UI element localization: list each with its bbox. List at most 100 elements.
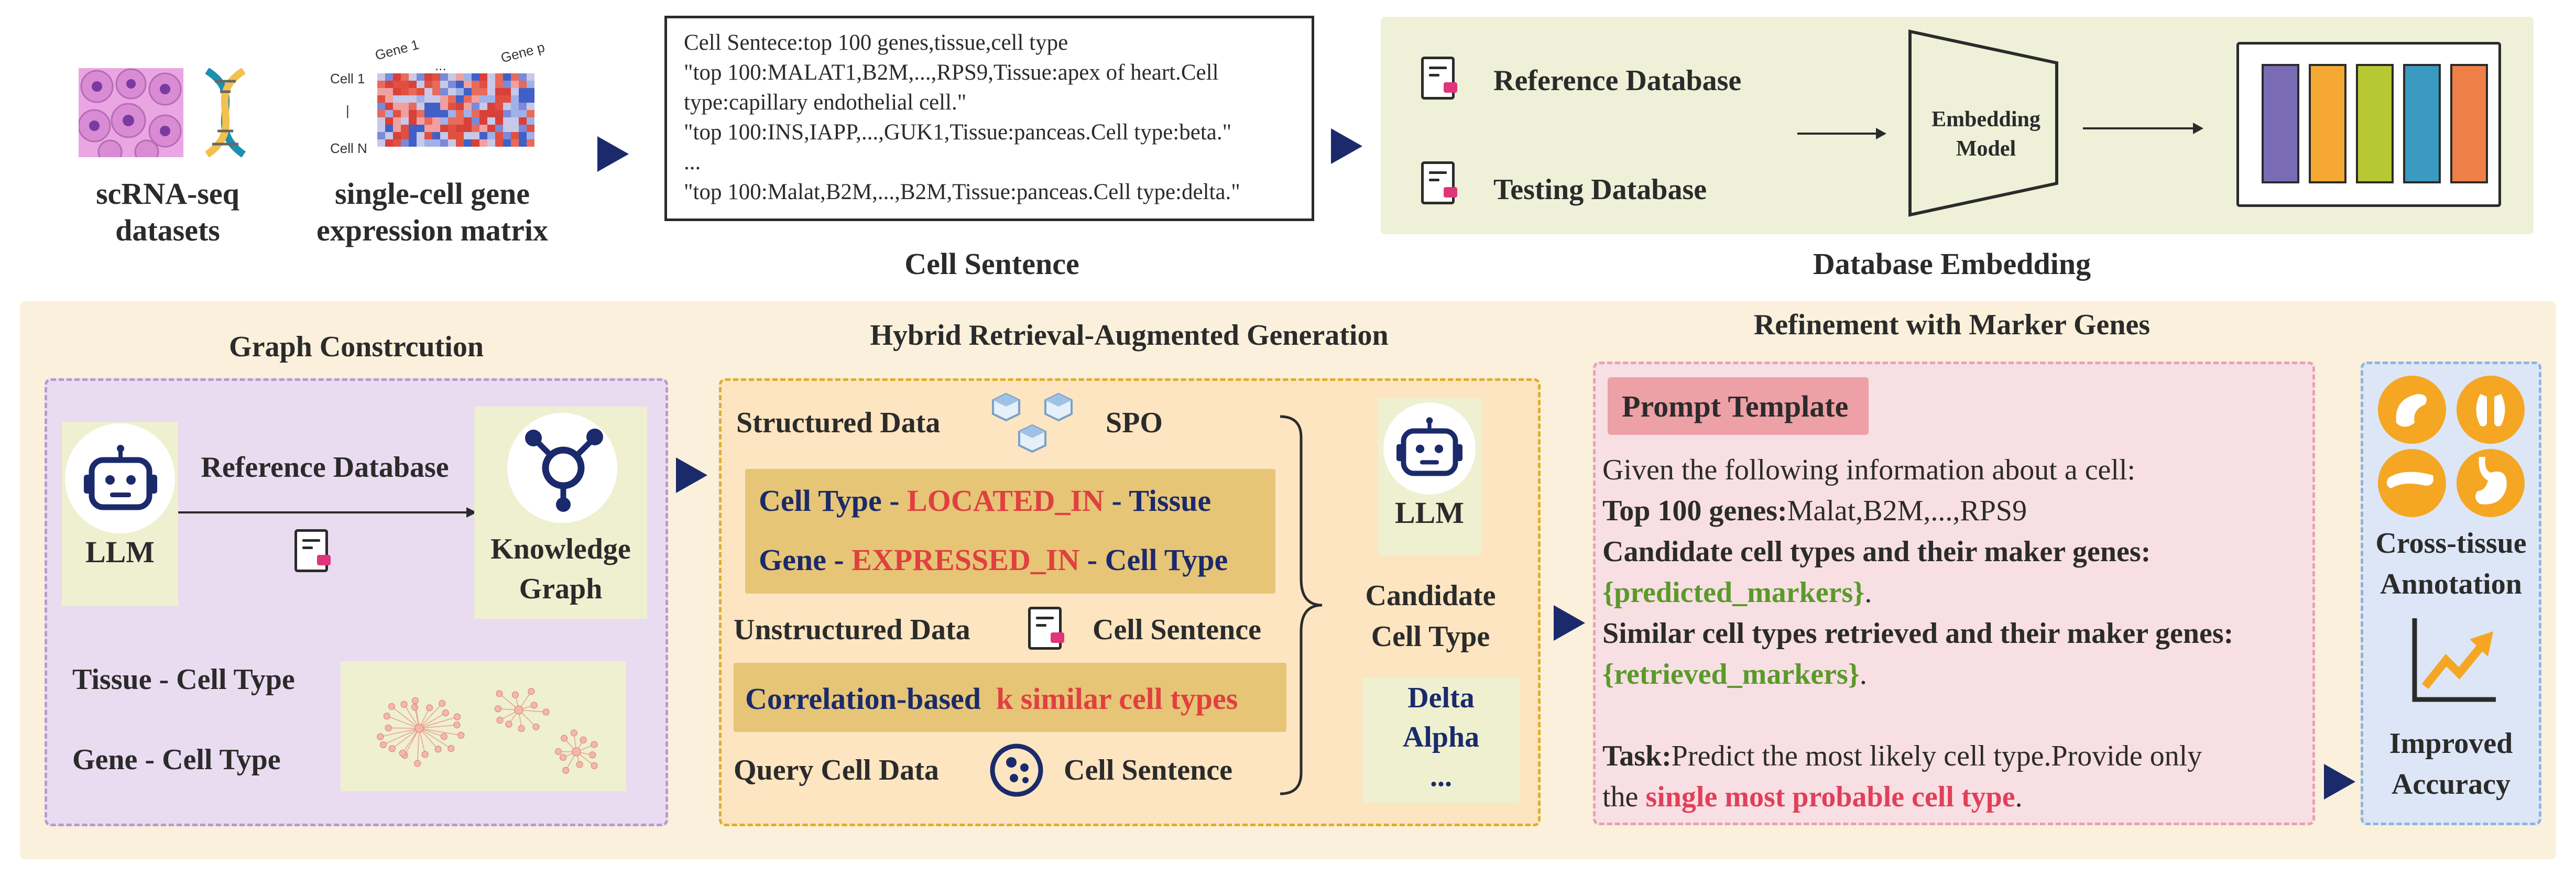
robot-icon: [84, 445, 157, 510]
matrix-gene-dots: ...: [435, 58, 446, 73]
prompt-template-badge: [1608, 377, 1869, 435]
improved-accuracy-label: Improved Accuracy: [2389, 727, 2513, 801]
cell-sentence-box: Cell Sentece:top 100 genes,tissue,cell t…: [664, 16, 1314, 221]
db-embedding-title: Database Embedding: [1813, 247, 2091, 281]
spo-row-expressed: Gene - EXPRESSED_IN - Cell Type: [759, 542, 1228, 577]
graph-title: Graph Constrcution: [229, 331, 484, 363]
prompt-template-title: Prompt Template: [1622, 389, 1849, 423]
spo-subject: Gene -: [759, 543, 852, 577]
growth-chart-icon: [2412, 618, 2496, 702]
result-panel: [2361, 362, 2541, 825]
document-icon: [294, 529, 331, 572]
cell-sentence-line: "top 100:Malat,B2M,...,B2M,Tissue:pancea…: [684, 180, 1240, 204]
robot-icon: [1396, 417, 1462, 476]
cell-sentence-line: "top 100:MALAT1,B2M,...,RPS9,Tissue:apex…: [684, 60, 1219, 85]
spo-row-located: Cell Type - LOCATED_IN - Tissue: [759, 483, 1211, 518]
matrix-celln-label: Cell N: [330, 140, 367, 156]
matrix-genep-label: Gene p: [499, 39, 547, 66]
knowledge-graph-label: Knowledge Graph: [490, 533, 631, 605]
embedding-vector: [2450, 64, 2488, 183]
candidate-list-card: [1362, 677, 1520, 803]
cell-sentence-line: Cell Sentece:top 100 genes,tissue,cell t…: [684, 30, 1068, 55]
spo-predicate: EXPRESSED_IN: [852, 543, 1080, 577]
top100-label: Top 100 genes:: [1602, 495, 1787, 527]
arrow-right-icon: [676, 457, 707, 493]
arrow-right-icon: [597, 136, 629, 172]
cell-sentence-line: "top 100:INS,IAPP,...,GUK1,Tissue:pancea…: [684, 120, 1232, 145]
rag-llm-label: LLM: [1394, 496, 1465, 530]
spo-object: - Cell Type: [1079, 543, 1228, 577]
unstructured-sentence-label: Cell Sentence: [1093, 614, 1261, 646]
cubes-icon: [992, 392, 1073, 453]
reference-db-label: Reference Database: [1493, 64, 1742, 97]
cell-icon: [990, 743, 1043, 797]
prompt-top100-line: Top 100 genes:Malat,B2M,...,RPS9: [1602, 490, 2315, 531]
task-label: Task:: [1602, 740, 1672, 772]
correlation-box: [734, 663, 1286, 732]
structured-data-label: Structured Data: [736, 407, 941, 439]
embedding-vector: [2309, 64, 2346, 183]
the-word: the: [1602, 781, 1646, 813]
candidate-cell-label: Candidate Cell Type: [1365, 579, 1496, 653]
rag-title: Hybrid Retrieval-Augmented Generation: [870, 319, 1389, 352]
embedding-vector: [2262, 64, 2299, 183]
embedding-model-label: Embedding Model: [1931, 107, 2040, 161]
tissue-cell-label: Tissue - Cell Type: [72, 663, 295, 696]
cross-tissue-label: Cross-tissue Annotation: [2375, 527, 2527, 600]
embedding-vector: [2356, 64, 2394, 183]
embedding-model-trapezoid: [1908, 29, 2058, 217]
matrix-gene1-label: Gene 1: [373, 36, 421, 63]
similar-markers-label: Similar cell types retrieved and their m…: [1602, 617, 2234, 650]
arrow-to-model: [1797, 128, 1886, 139]
matrix-label: single-cell gene expression matrix: [316, 177, 548, 247]
prompt-given-line: Given the following information about a …: [1602, 454, 2136, 486]
candidate-item: Alpha: [1402, 721, 1480, 753]
candidate-item: ...: [1430, 760, 1452, 793]
graph-reference-label: Reference Database: [201, 451, 449, 484]
spo-object: - Tissue: [1104, 484, 1211, 518]
arrow-right-icon: [2324, 764, 2355, 800]
matrix-cell-dots: |: [346, 103, 350, 118]
candidate-markers-label: Candidate cell types and their maker gen…: [1602, 535, 2151, 568]
prompt-body: Given the following information about a …: [1602, 450, 2315, 817]
scrna-label: scRNA-seq datasets: [96, 177, 239, 247]
unstructured-data-label: Unstructured Data: [734, 614, 970, 646]
embedding-vector: [2403, 64, 2441, 183]
task-line: Task:Predict the most likely cell type.P…: [1602, 736, 2315, 776]
period: .: [1859, 658, 1867, 691]
query-sentence-label: Cell Sentence: [1064, 754, 1232, 786]
spo-subject: Cell Type -: [759, 484, 908, 518]
candidate-item: Delta: [1407, 682, 1475, 714]
cell-sentence-line: type:capillary endothelial cell.": [684, 90, 967, 115]
correlation-row: Correlation-based k similar cell types: [745, 681, 1238, 716]
document-icon: [1421, 57, 1457, 100]
spo-label: SPO: [1106, 407, 1163, 439]
period: .: [1864, 576, 1872, 609]
testing-db-label: Testing Database: [1493, 173, 1707, 206]
task-text: Predict the most likely cell type.Provid…: [1671, 740, 2202, 772]
arrow-right-icon: [1331, 128, 1362, 164]
cells-illustration: [79, 68, 183, 157]
predicted-markers-line: {predicted_markers}.: [1602, 572, 2315, 613]
spo-box: [745, 469, 1275, 594]
document-icon: [1421, 161, 1457, 204]
task-line-2: the single most probable cell type.: [1602, 776, 2315, 817]
arrow-right-icon: [1554, 605, 1585, 641]
period: .: [2015, 781, 2023, 813]
matrix-cell1-label: Cell 1: [330, 71, 365, 86]
retrieved-markers-line: {retrieved_markers}.: [1602, 654, 2315, 695]
network-graph-illustration: [377, 688, 598, 774]
dna-icon: [204, 68, 246, 157]
spo-predicate: LOCATED_IN: [907, 484, 1104, 518]
query-cell-label: Query Cell Data: [734, 754, 939, 786]
arrow-to-vectors: [2083, 123, 2203, 134]
brace-icon: [1280, 415, 1323, 795]
correlation-label: Correlation-based: [745, 682, 981, 716]
heatmap-matrix: [377, 73, 534, 147]
graph-llm-label: LLM: [85, 535, 155, 569]
knowledge-graph-icon: [525, 429, 603, 512]
document-icon: [1028, 607, 1064, 650]
arrow-to-kg: [178, 507, 477, 518]
predicted-markers: {predicted_markers}: [1602, 576, 1865, 609]
organs-icon: [2378, 376, 2525, 517]
